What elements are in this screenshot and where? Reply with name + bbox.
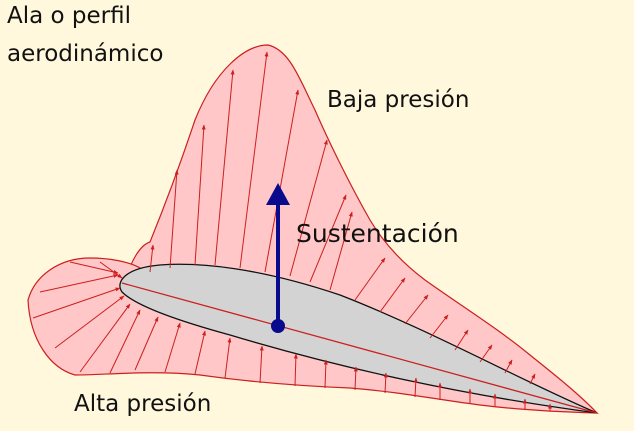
high-pressure-label: Alta presión — [74, 391, 212, 417]
high-pressure-arrows — [32, 261, 552, 411]
chord-line — [121, 282, 598, 414]
diagram-title-line1: Ala o perfil — [7, 3, 131, 29]
diagram-title-line2: aerodinámico — [7, 41, 164, 67]
lift-arrow-icon — [266, 183, 290, 333]
airfoil — [119, 263, 598, 414]
low-pressure-region — [124, 44, 599, 415]
low-pressure-arrows — [149, 51, 536, 385]
low-pressure-label: Baja presión — [327, 87, 470, 113]
lift-label: Sustentación — [296, 219, 459, 248]
